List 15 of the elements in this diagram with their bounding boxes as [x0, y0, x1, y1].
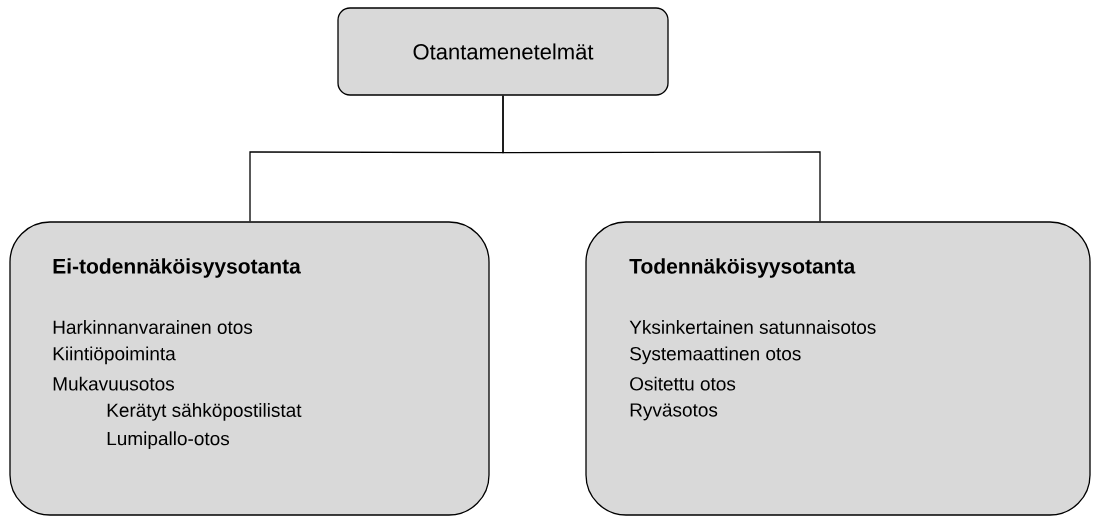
- rounded-box: Otantamenetelmät: [337, 7, 669, 96]
- list-item: Mukavuusotos: [53, 376, 174, 391]
- list-item: Kiintiöpoiminta: [53, 346, 176, 365]
- list-item: Kerätyt sähköpostilistat: [107, 403, 302, 421]
- list-item: Ositettu otos: [630, 376, 736, 391]
- box-heading: Todennäköisyysotanta: [629, 258, 856, 278]
- list-item: Ryväsotos: [630, 403, 718, 421]
- connector-line: [502, 95, 821, 222]
- box-heading: Ei-todennäköisyysotanta: [53, 258, 301, 278]
- rounded-box: [585, 221, 1091, 516]
- rounded-box: [9, 221, 490, 516]
- list-item: Systemaattinen otos: [630, 346, 801, 365]
- list-item: Harkinnanvarainen otos: [53, 320, 253, 334]
- list-item: Lumipallo-otos: [107, 431, 230, 450]
- list-item: Yksinkertainen satunnaisotos: [629, 320, 876, 334]
